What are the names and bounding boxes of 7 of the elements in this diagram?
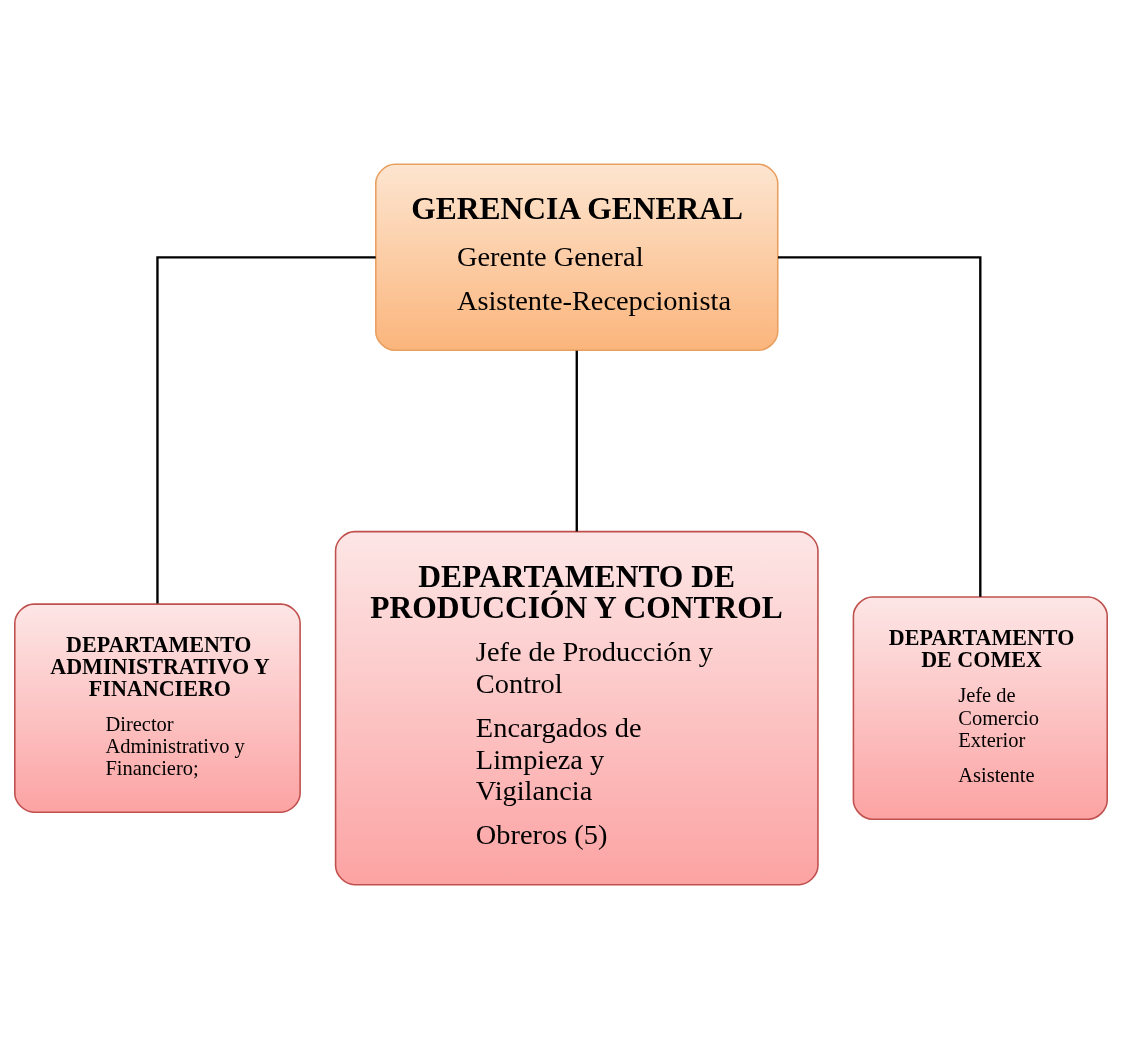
node-box: DEPARTAMENTO DE COMEX Jefe de Comercio Exterior Asistente xyxy=(852,595,1108,820)
node-box: GERENCIA GENERAL Gerente General Asistente-Recepcionista xyxy=(375,163,779,351)
node-box: DEPARTAMENTO DE PRODUCCIÓN Y CONTROL Jefe de Producción y Control Encargados de Limpieza y Vigilancia Obreros (5) xyxy=(334,530,819,885)
connector xyxy=(575,350,578,531)
connector xyxy=(156,255,376,604)
node-box: DEPARTAMENTO ADMINISTRATIVO Y FINANCIERO Director Administrativo y Financiero; xyxy=(14,602,301,813)
connector xyxy=(777,255,982,597)
